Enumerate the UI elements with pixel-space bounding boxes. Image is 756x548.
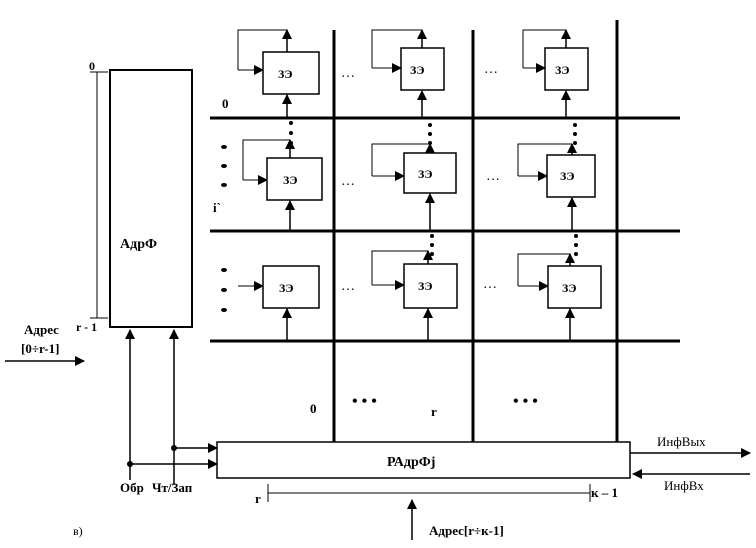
- column-range-bracket: [267, 484, 591, 502]
- cell-r0-c0: ЗЭ: [237, 29, 320, 117]
- address-row-range-label: [0÷r-1]: [21, 341, 59, 356]
- cell-rr-c1: ЗЭ: [371, 250, 458, 340]
- cell-row-r-1: ЗЭ ЗЭ ЗЭ: [238, 250, 602, 340]
- address-col-label: Адрес[r÷к-1]: [429, 523, 504, 538]
- cell-label: ЗЭ: [283, 173, 297, 187]
- ellipsis-r0-b: …: [484, 62, 498, 77]
- horizontal-ellipses: … … … … … … • • • • • •: [341, 62, 538, 410]
- ellipsis-bottom-a: • • •: [352, 393, 377, 410]
- junction-dot: [127, 461, 133, 467]
- ellipsis-rr-a: …: [341, 279, 355, 294]
- address-former-label: АдрФ: [120, 237, 157, 252]
- control-lines: [5, 329, 751, 540]
- range-end-label: к – 1: [591, 485, 618, 500]
- address-range-bracket: [90, 71, 108, 319]
- addr-bottom-label: r - 1: [76, 320, 97, 334]
- cell-label: ЗЭ: [562, 281, 576, 295]
- cell-ri-c1: ЗЭ: [371, 143, 457, 230]
- ellipsis-ri-b: …: [486, 169, 500, 184]
- vertical-dots: [221, 121, 578, 312]
- cell-r0-c1: ЗЭ: [371, 29, 445, 117]
- range-start-label: r: [255, 491, 261, 506]
- addr-top-label: 0: [89, 59, 95, 73]
- cell-rr-c2: ЗЭ: [517, 253, 602, 340]
- col-0-label: 0: [310, 401, 317, 416]
- address-row-label: Адрес: [24, 322, 59, 337]
- data-in-label: ИнфВх: [664, 478, 704, 493]
- row-i-label: i`: [213, 200, 221, 215]
- junction-dot: [171, 445, 177, 451]
- select-label: Обр: [120, 480, 144, 495]
- row-0-label: 0: [222, 96, 229, 111]
- ellipsis-r0-a: …: [341, 66, 355, 81]
- cell-label: ЗЭ: [410, 63, 424, 77]
- cell-label: ЗЭ: [418, 279, 432, 293]
- read-write-label: Чт/Зап: [152, 480, 193, 495]
- cell-label: ЗЭ: [418, 167, 432, 181]
- grid: [210, 20, 680, 447]
- cell-ri-c2: ЗЭ: [517, 143, 596, 230]
- cell-label: ЗЭ: [555, 63, 569, 77]
- cell-ri-c0: ЗЭ: [242, 139, 323, 230]
- cell-r0-c2: ЗЭ: [522, 29, 589, 117]
- ellipsis-rr-b: …: [483, 277, 497, 292]
- cell-row-0: ЗЭ ЗЭ ЗЭ: [237, 29, 589, 117]
- cell-row-i: ЗЭ ЗЭ ЗЭ: [242, 139, 596, 230]
- cell-label: ЗЭ: [560, 169, 574, 183]
- column-register: РАдрФj: [216, 441, 631, 479]
- figure-tag: в): [73, 524, 83, 538]
- data-out-label: ИнфВых: [657, 434, 706, 449]
- column-register-label: РАдрФj: [387, 455, 435, 470]
- cell-rr-c0: ЗЭ: [238, 265, 320, 340]
- ellipsis-bottom-b: • • •: [513, 393, 538, 410]
- address-former: АдрФ: [109, 69, 193, 328]
- col-r-label: r: [431, 404, 437, 419]
- cell-label: ЗЭ: [279, 281, 293, 295]
- ellipsis-ri-a: …: [341, 174, 355, 189]
- cell-label: ЗЭ: [278, 67, 292, 81]
